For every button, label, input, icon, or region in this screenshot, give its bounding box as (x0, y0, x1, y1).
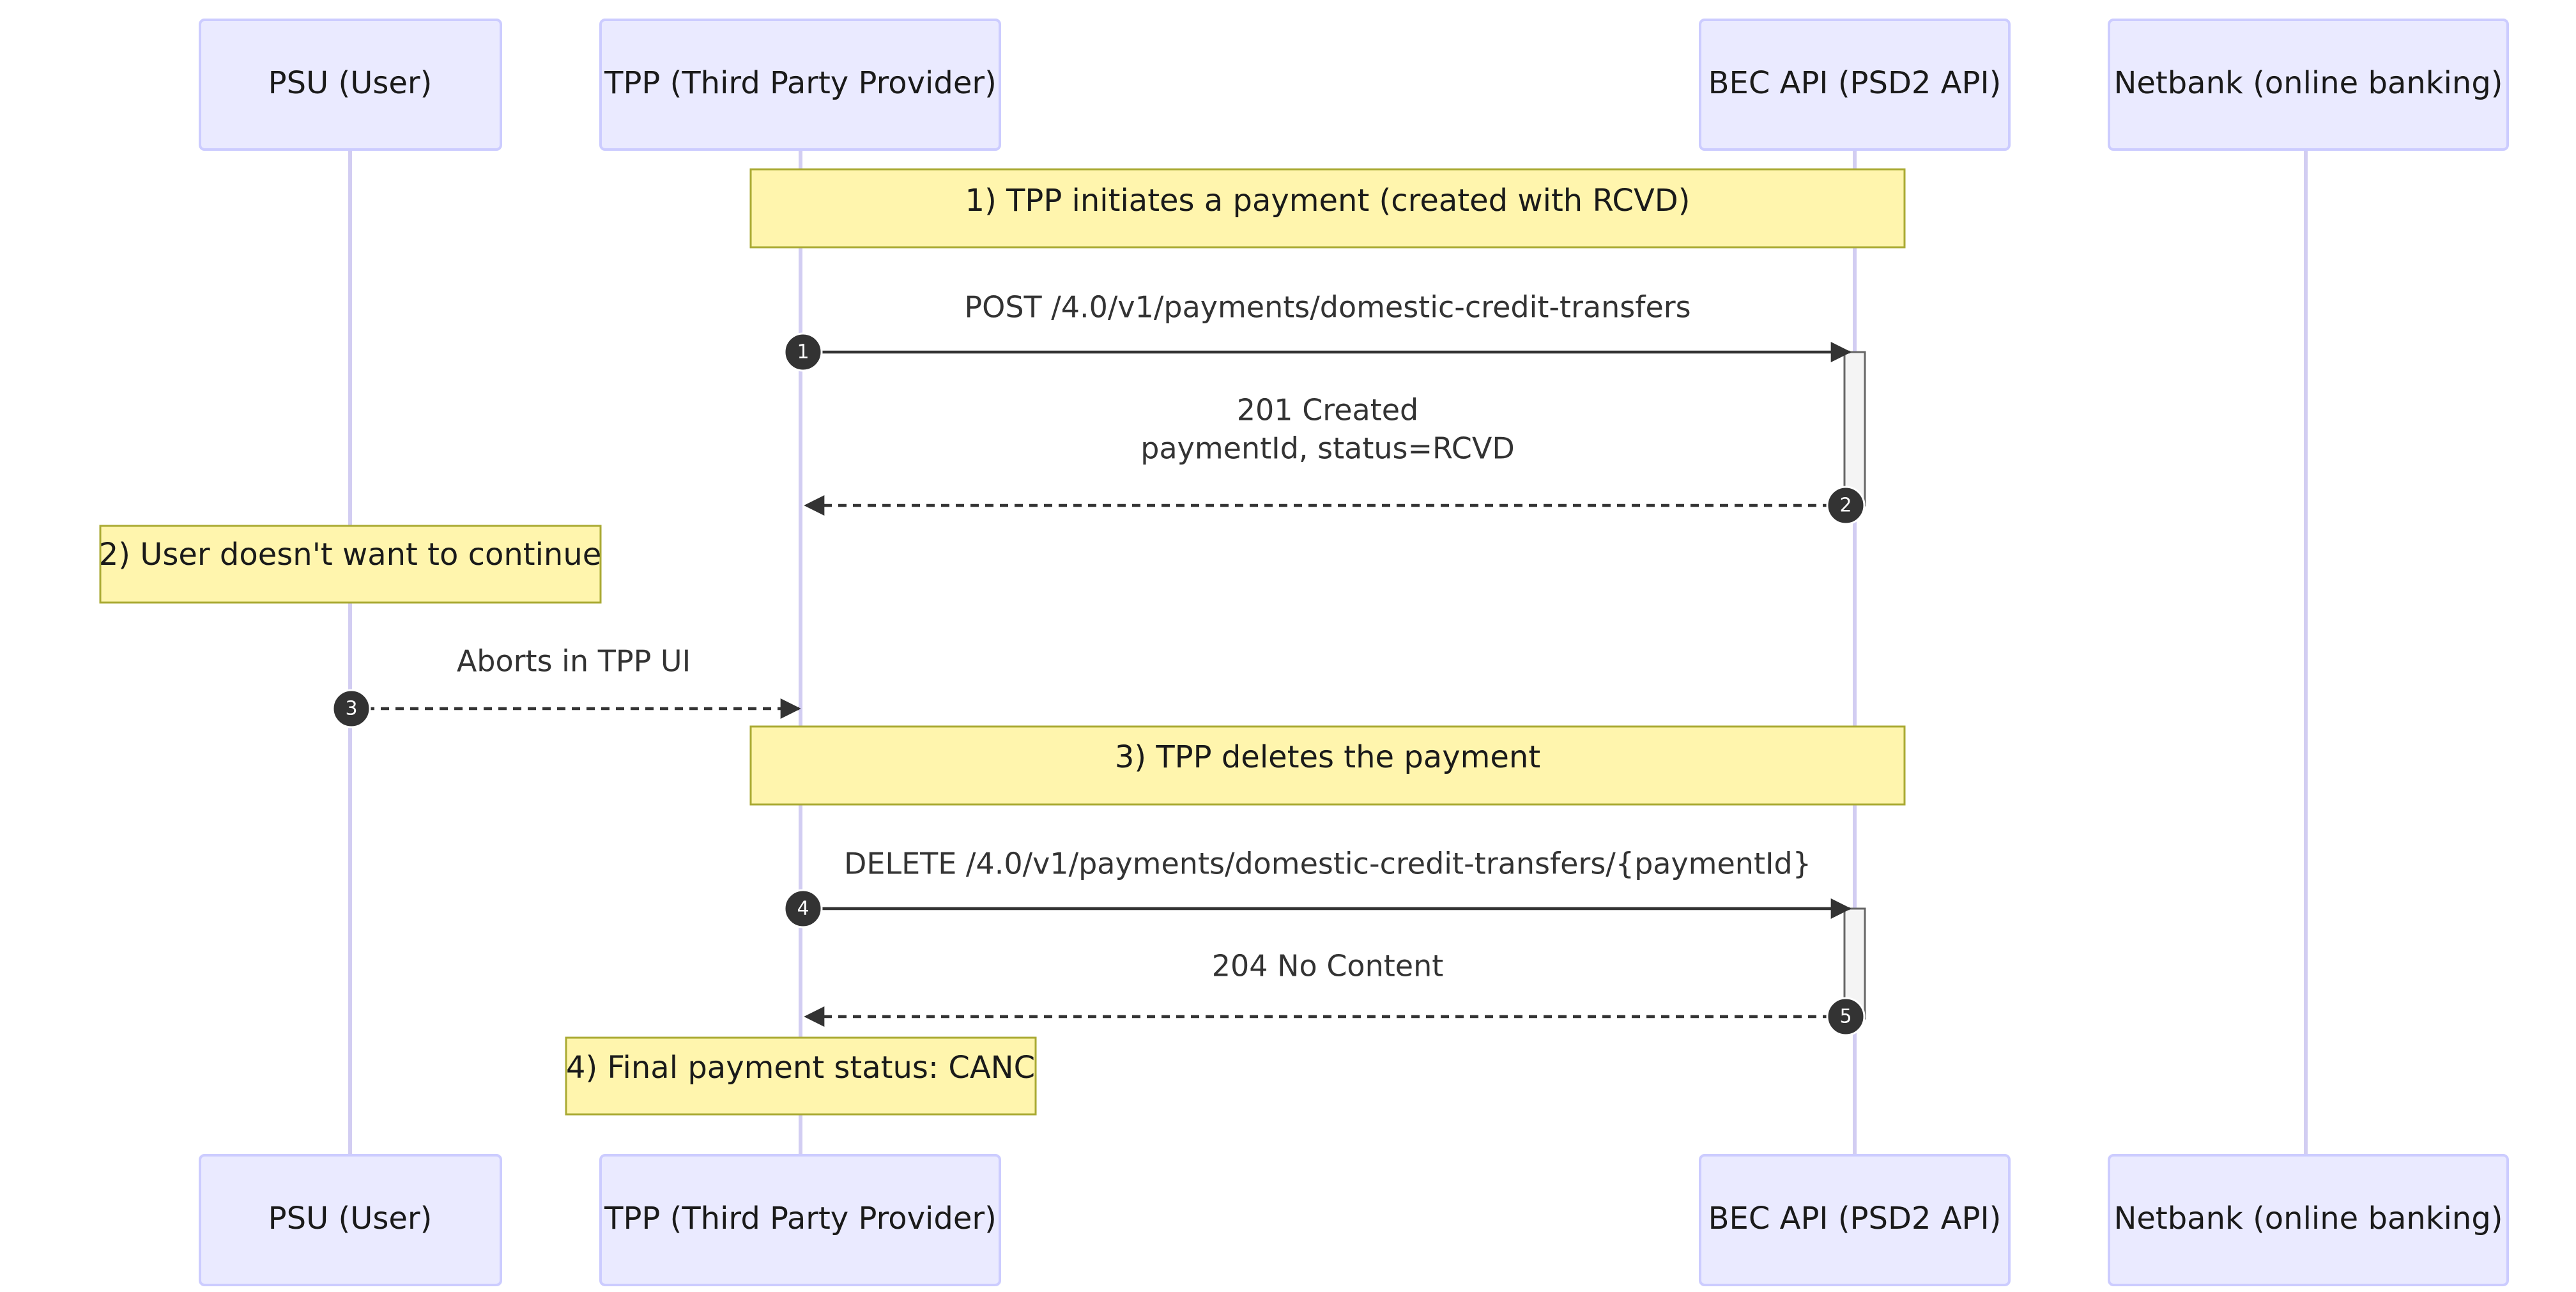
participant-label: TPP (Third Party Provider) (604, 65, 997, 101)
sequence-number: 5 (1839, 1006, 1851, 1028)
note-text: 2) User doesn't want to continue (99, 537, 602, 573)
message-3: Aborts in TPP UI 3 (332, 644, 801, 728)
note-1: 1) TPP initiates a payment (created with… (749, 168, 1906, 249)
message-label: POST /4.0/v1/payments/domestic-credit-tr… (964, 290, 1690, 325)
sequence-number-badge (783, 889, 823, 928)
note-4: 4) Final payment status: CANC (565, 1036, 1037, 1116)
note-text: 4) Final payment status: CANC (566, 1050, 1035, 1086)
message-1: POST /4.0/v1/payments/domestic-credit-tr… (783, 290, 1851, 372)
participant-label: TPP (Third Party Provider) (604, 1201, 997, 1236)
participant-tpp-top: TPP (Third Party Provider) (599, 19, 1001, 151)
participant-psu-bottom: PSU (User) (199, 1154, 502, 1286)
message-label: paymentId, status=RCVD (1140, 431, 1515, 466)
sequence-number: 3 (345, 698, 357, 720)
sequence-number: 1 (797, 341, 809, 364)
participant-netbank-bottom: Netbank (online banking) (2108, 1154, 2509, 1286)
sequence-number-badge (1826, 997, 1866, 1036)
message-label: Aborts in TPP UI (457, 644, 691, 679)
activation-bec-1 (1843, 351, 1866, 507)
participant-psu-top: PSU (User) (199, 19, 502, 151)
message-5: 204 No Content 5 (804, 949, 1866, 1036)
sequence-number-badge (332, 689, 371, 728)
participant-label: Netbank (online banking) (2113, 65, 2503, 101)
note-2: 2) User doesn't want to continue (99, 525, 602, 604)
participant-bec-bottom: BEC API (PSD2 API) (1699, 1154, 2011, 1286)
note-text: 1) TPP initiates a payment (created with… (965, 183, 1690, 219)
participant-bec-top: BEC API (PSD2 API) (1699, 19, 2011, 151)
participant-label: PSU (User) (268, 1201, 433, 1236)
message-2: 201 Created paymentId, status=RCVD 2 (804, 393, 1866, 525)
sequence-number-badge (1826, 486, 1866, 525)
sequence-number: 4 (797, 898, 809, 920)
participant-label: BEC API (PSD2 API) (1708, 65, 2002, 101)
message-4: DELETE /4.0/v1/payments/domestic-credit-… (783, 847, 1851, 928)
participant-tpp-bottom: TPP (Third Party Provider) (599, 1154, 1001, 1286)
participant-netbank-top: Netbank (online banking) (2108, 19, 2509, 151)
participants-top: PSU (User) TPP (Third Party Provider) BE… (199, 19, 2509, 151)
participant-label: PSU (User) (268, 65, 433, 101)
participant-label: Netbank (online banking) (2113, 1201, 2503, 1236)
note-3: 3) TPP deletes the payment (749, 725, 1906, 806)
sequence-number: 2 (1839, 495, 1851, 517)
note-text: 3) TPP deletes the payment (1115, 739, 1540, 775)
participants-bottom: PSU (User) TPP (Third Party Provider) BE… (199, 1154, 2509, 1286)
sequence-number-badge (783, 332, 823, 372)
message-label: 204 No Content (1212, 949, 1444, 983)
message-label: 201 Created (1237, 393, 1418, 427)
lifelines (348, 150, 2308, 1155)
participant-label: BEC API (PSD2 API) (1708, 1201, 2002, 1236)
message-label: DELETE /4.0/v1/payments/domestic-credit-… (844, 847, 1811, 881)
